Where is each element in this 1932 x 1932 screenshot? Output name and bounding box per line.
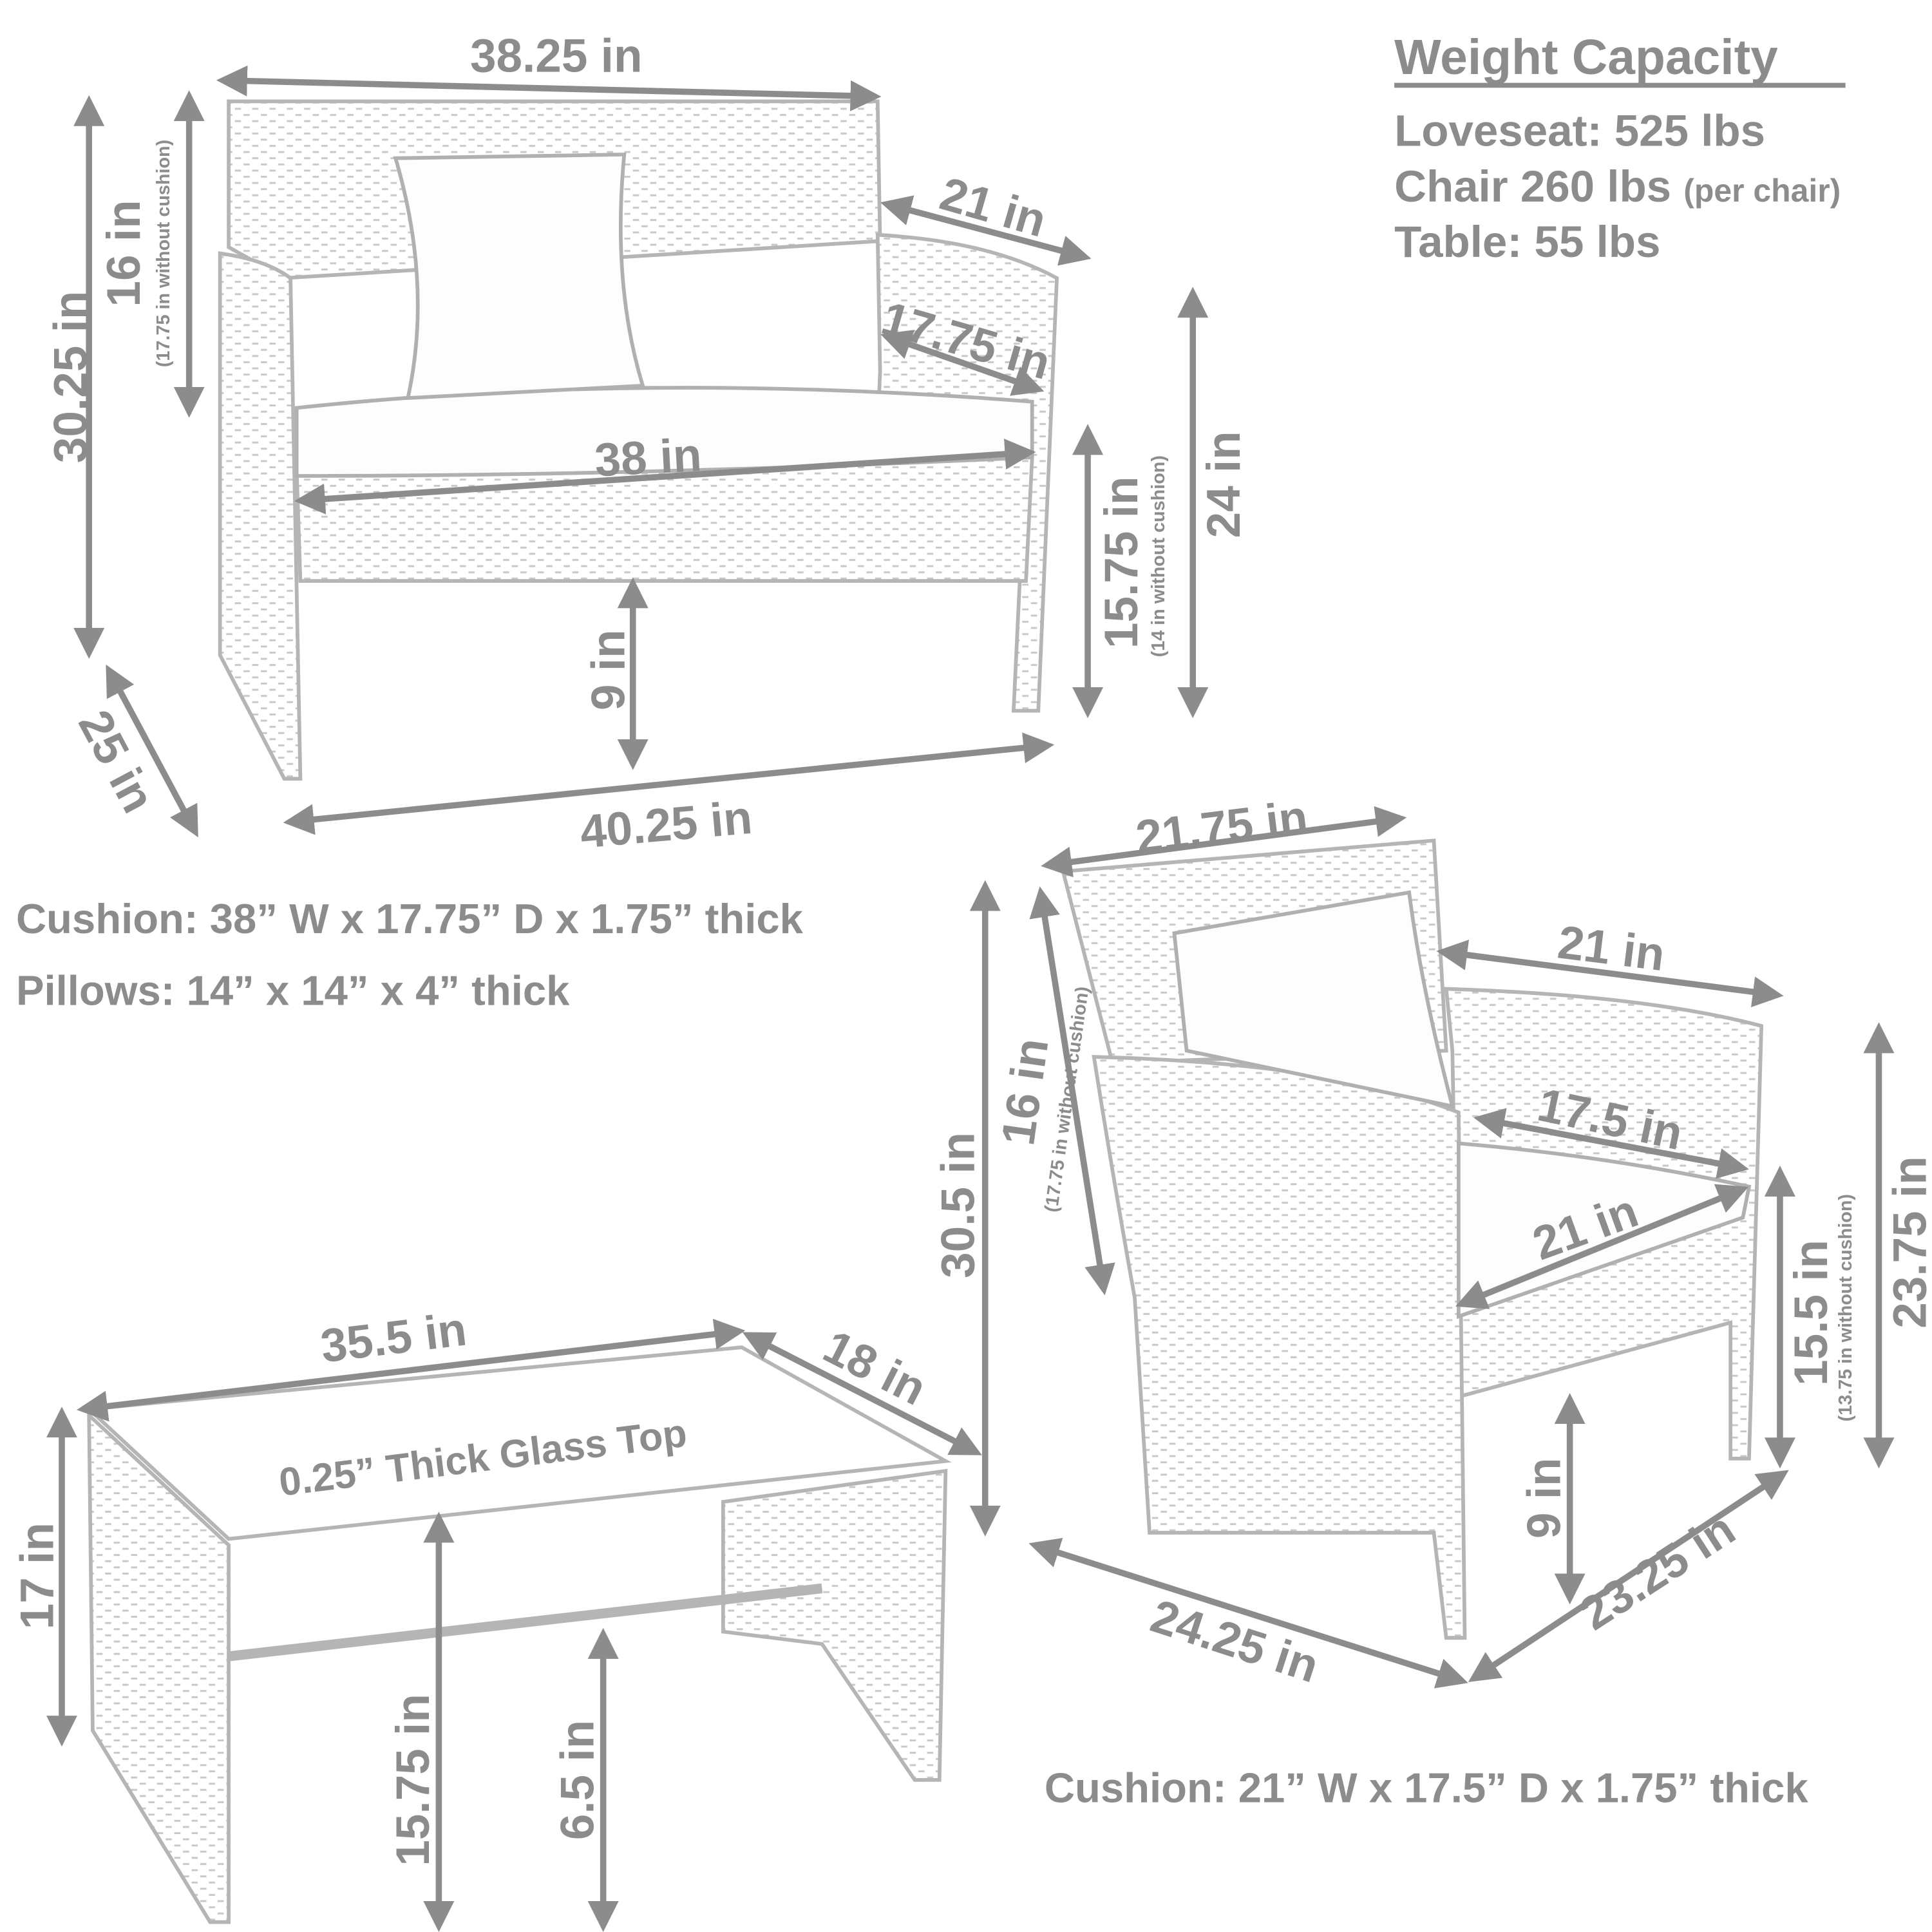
chair-cushion-spec: Cushion: 21” W x 17.5” D x 1.75” thick [1045,1764,1808,1811]
loveseat-back-height-note: (17.75 in without cushion) [153,140,174,367]
table-length: 35.5 in [318,1303,469,1372]
chair-total-height: 30.5 in [932,1132,984,1278]
table-top-clearance: 15.75 in [387,1694,439,1866]
weight-capacity-title: Weight Capacity [1394,30,1778,85]
loveseat-width: 40.25 in [578,791,755,858]
loveseat-labels: 38.25 in 30.25 in 16 in (17.75 in withou… [16,30,1250,1014]
pillow [393,152,645,401]
chair-seat-height-note: (13.75 in without cushion) [1835,1194,1856,1421]
loveseat-capacity: Loveseat: 525 lbs [1394,105,1765,155]
table-height: 17 in [12,1522,64,1629]
chair-clearance: 9 in [1518,1457,1570,1539]
chair-arm-height: 23.75 in [1884,1156,1932,1329]
loveseat-arm-height: 24 in [1198,431,1250,538]
loveseat-pillow-spec: Pillows: 14” x 14” x 4” thick [16,967,570,1014]
table-shelf-height: 6.5 in [551,1720,603,1840]
loveseat-seat-height: 15.75 in [1095,477,1148,649]
table-capacity: Table: 55 lbs [1394,216,1660,267]
loveseat-seat-width: 38 in [593,429,703,487]
weight-capacity-panel: Weight Capacity Loveseat: 525 lbs Chair … [1394,30,1846,267]
chair-pillow [1172,890,1455,1109]
chair-depth: 23.25 in [1571,1502,1744,1640]
dimension-arrows [46,65,1895,1932]
chair-arm-depth: 21 in [1555,916,1668,981]
loveseat-total-height: 30.25 in [44,291,97,464]
loveseat-cushion-spec: Cushion: 38” W x 17.75” D x 1.75” thick [16,895,804,942]
loveseat-seat-height-note: (14 in without cushion) [1148,455,1169,657]
chair-width: 24.25 in [1145,1590,1325,1693]
chair-capacity: Chair 260 lbs (per chair) [1394,161,1841,211]
chair-seat-height: 15.5 in [1785,1240,1837,1386]
loveseat-back-height: 16 in [98,200,150,307]
chair-back-height: 16 in [992,1035,1058,1148]
loveseat-back-width: 38.25 in [470,30,643,82]
loveseat-clearance: 9 in [582,629,634,710]
loveseat-depth: 25 in [68,702,165,821]
